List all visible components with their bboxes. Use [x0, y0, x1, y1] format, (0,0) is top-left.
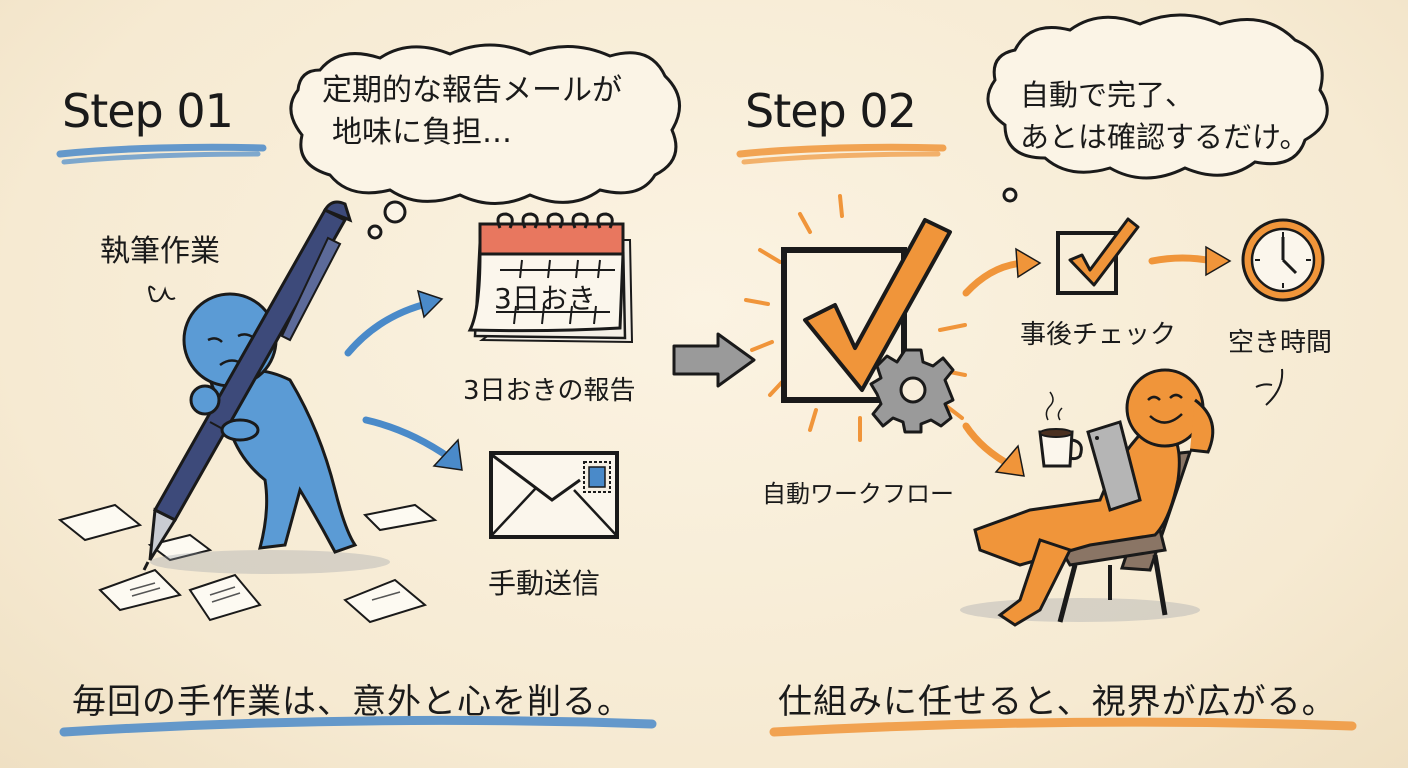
checkbox-icon: [1056, 217, 1140, 295]
step2-thought-text: 自動で完了、 あとは確認するだけ。: [1020, 74, 1309, 158]
step1-caption: 毎回の手作業は、意外と心を削る。: [72, 682, 632, 722]
arrow-right-icon: [672, 332, 756, 388]
calendar-text: 3日おき: [494, 282, 596, 315]
automation-checkbox: [744, 194, 967, 442]
envelope-icon: [489, 451, 619, 539]
step1-thought-text: 定期的な報告メールが 地味に負担…: [322, 70, 622, 154]
scattered-papers: [57, 503, 438, 624]
step2-caption: 仕組みに任せると、視界が広がる。: [778, 682, 1337, 722]
step2-title: Step 02: [745, 84, 917, 138]
step2-thought-line1: 自動で完了、: [1020, 78, 1195, 112]
orange-arrow-to-relax: [962, 422, 1025, 477]
envelope-label: 手動送信: [488, 567, 601, 600]
step2-caption-underline: [769, 717, 1357, 737]
relaxing-figure: [960, 368, 1215, 627]
step2-thought-line2: あとは確認するだけ。: [1020, 120, 1309, 154]
calendar-label: 3日おきの報告: [463, 376, 636, 406]
blue-arrow-to-calendar: [344, 289, 444, 357]
calendar-icon: [467, 212, 634, 344]
workflow-label: 自動ワークフロー: [762, 480, 954, 508]
step1-title-underline: [56, 143, 267, 165]
clock-icon: [1241, 218, 1325, 302]
orange-arrow-to-check: [962, 247, 1042, 297]
stressed-figure-with-pen: [57, 200, 438, 624]
writing-label: 執筆作業: [100, 234, 220, 269]
free-time-label: 空き時間: [1228, 328, 1333, 358]
orange-arrow-to-clock: [1148, 245, 1232, 277]
motion-swoosh: [1255, 368, 1284, 406]
step1-thought-line2: 地味に負担…: [332, 115, 512, 150]
step1-title: Step 01: [62, 84, 234, 138]
step1-thought-line1: 定期的な報告メールが: [322, 73, 622, 108]
step1-caption-underline: [59, 715, 657, 737]
gear-icon: [869, 348, 955, 434]
check-label: 事後チェック: [1020, 320, 1177, 350]
tablet-icon: [1086, 420, 1142, 512]
step2-thought-bubble: [986, 13, 1329, 203]
step1-thought-bubble: [289, 43, 682, 240]
blue-arrow-to-envelope: [362, 416, 463, 471]
coffee-cup-icon: [1038, 391, 1083, 468]
step2-title-underline: [736, 143, 947, 165]
pen-icon: [142, 200, 353, 571]
